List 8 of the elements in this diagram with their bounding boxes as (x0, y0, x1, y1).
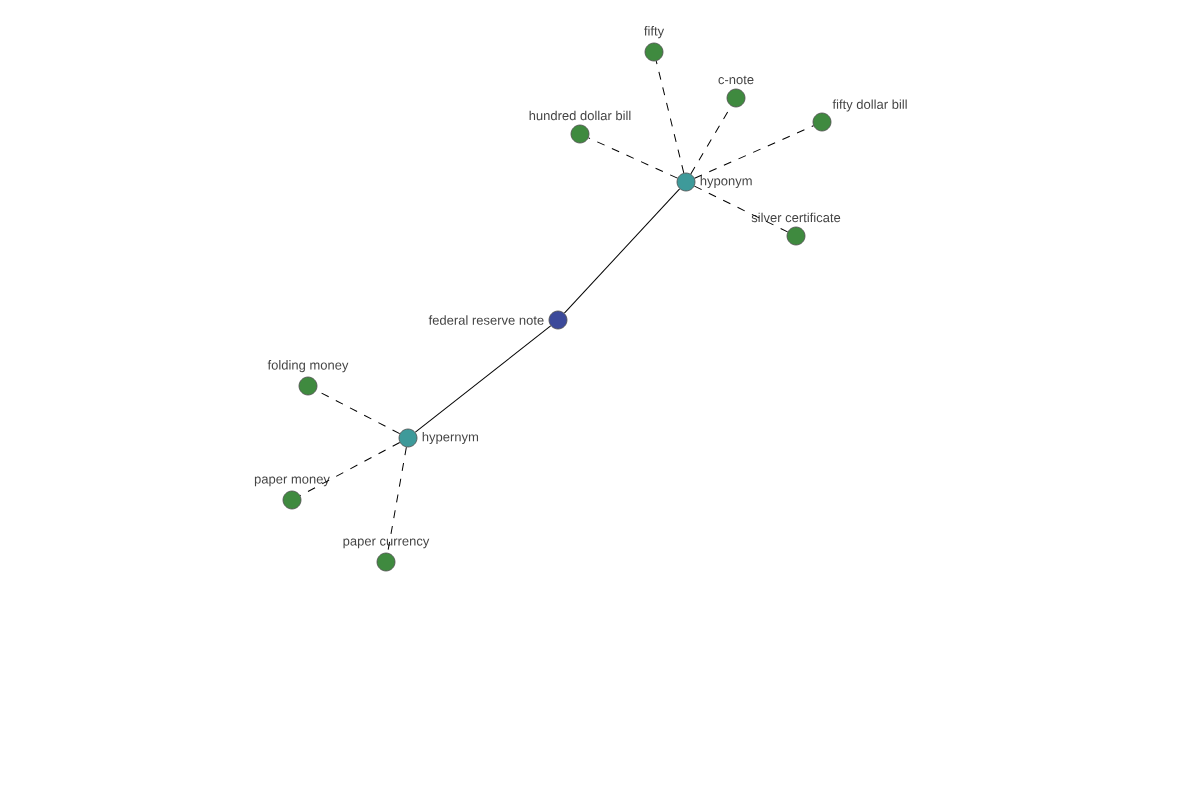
connector-line (693, 185, 789, 233)
connector-line (588, 137, 678, 179)
connector-line (694, 125, 814, 179)
connector-line (387, 446, 407, 554)
connector-line (655, 60, 685, 174)
connector-line (299, 441, 401, 497)
connector-line (563, 188, 681, 314)
connector-line (414, 325, 552, 433)
